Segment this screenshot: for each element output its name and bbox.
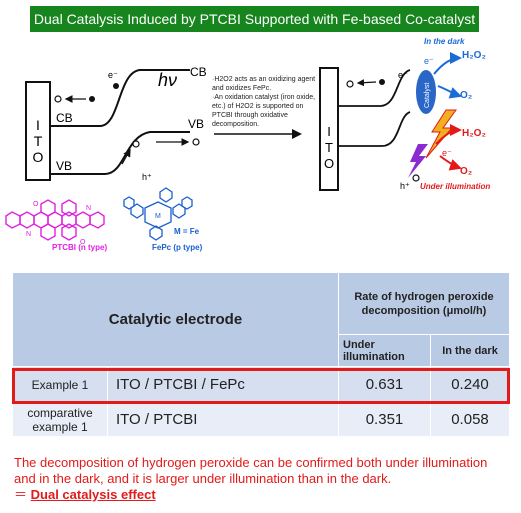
dark-cycle-arrow	[437, 85, 462, 99]
in-the-dark-header: In the dark	[430, 334, 510, 367]
ito-electrode-right	[319, 67, 339, 191]
under-illumination-header: Under illumination	[338, 334, 431, 367]
fepc-m-label: M = Fe	[174, 227, 200, 236]
electron-transfer-arrow	[356, 79, 377, 87]
rate-header: Rate of hydrogen peroxide decomposition …	[338, 272, 510, 335]
lightning-icon	[408, 144, 428, 178]
hole-up-arrow	[121, 148, 131, 165]
under-illumination-label: Under illumination	[420, 182, 490, 191]
hole-label: h⁺	[142, 172, 152, 182]
electron-dot	[89, 96, 95, 102]
electron-label: e⁻	[108, 70, 118, 80]
lightning-icon	[425, 109, 457, 159]
dark-cycle-arrow	[433, 52, 462, 75]
catalytic-electrode-header: Catalytic electrode	[12, 272, 339, 367]
fepc-structure	[123, 187, 193, 241]
dual-catalysis-effect: Dual catalysis effect	[30, 487, 156, 502]
hole-circle	[412, 174, 420, 182]
ito-letter-t: T	[325, 140, 333, 155]
conclusion-sentence: The decomposition of hydrogen peroxide c…	[14, 455, 488, 486]
ptcbi-structure	[5, 199, 105, 241]
table-row: Example 1 ITO / PTCBI / FePc 0.631 0.240	[12, 366, 510, 403]
mechanism-note: ·H2O2 acts as an oxidizing agent and oxi…	[212, 75, 320, 129]
catalyst-icon	[416, 70, 436, 114]
vb-band-line-right	[338, 111, 411, 147]
hole-circle	[54, 95, 62, 103]
ptcbi-atom-o: O	[33, 201, 39, 208]
band-diagram-right: In the dark I T O e⁻ e⁻ Catalyst H₂O₂ O₂…	[319, 37, 490, 191]
note-line-1: ·H2O2 acts as an oxidizing agent and oxi…	[212, 76, 316, 92]
ito-electrode-left	[25, 81, 51, 181]
process-arrow	[214, 129, 302, 139]
in-the-dark-label: In the dark	[424, 37, 465, 46]
o2-dark-label: O₂	[460, 90, 472, 101]
results-table: Catalytic electrode Rate of hydrogen per…	[12, 272, 510, 437]
cb-band-line-right	[338, 69, 411, 107]
h2o2-dark-label: H₂O₂	[462, 50, 486, 61]
row-label: Example 1	[12, 366, 108, 403]
conclusion-prefix: ＝	[14, 487, 28, 502]
electron-label: e⁻	[398, 70, 408, 80]
ito-letter-o: O	[33, 149, 44, 165]
ito-letter-i: I	[36, 117, 40, 133]
row-electrode: ITO / PTCBI / FePc	[107, 366, 339, 403]
o2-light-label: O₂	[460, 166, 472, 177]
electron-label-light: e⁻	[442, 148, 452, 158]
electron-dot	[113, 83, 119, 89]
h2o2-light-label: H₂O₂	[462, 128, 486, 139]
ptcbi-atom-o: O	[80, 239, 86, 246]
light-cycle-arrow	[439, 155, 462, 171]
light-cycle-arrow	[435, 124, 462, 145]
row-under-value: 0.351	[338, 402, 431, 437]
electron-dot	[379, 79, 385, 85]
row-under-value: 0.631	[338, 366, 431, 403]
ito-letter-o: O	[324, 156, 334, 171]
vb-label-right: VB	[188, 117, 204, 131]
hole-circle	[132, 140, 140, 148]
conclusion-text: The decomposition of hydrogen peroxide c…	[14, 455, 509, 503]
fepc-atom-m: M	[155, 213, 161, 220]
ptcbi-atom-n: N	[26, 231, 31, 238]
electron-label-top: e⁻	[424, 56, 434, 66]
ito-letter-t: T	[34, 133, 43, 149]
cb-label-right: CB	[190, 65, 207, 79]
hole-label: h⁺	[400, 181, 410, 191]
band-diagram-left: I T O CB VB CB VB hν e⁻ h⁺	[25, 65, 207, 182]
example-1-highlight	[12, 368, 510, 404]
hole-circle	[192, 138, 200, 146]
hole-circle	[346, 80, 354, 88]
catalyst-label: Catalyst	[424, 83, 431, 108]
cb-band-line	[50, 69, 190, 127]
note-line-2: ·An oxidation catalyst (iron oxide, etc.…	[212, 94, 316, 128]
ito-letter-i: I	[327, 124, 331, 139]
table-row: comparative example 1 ITO / PTCBI 0.351 …	[12, 402, 510, 437]
ptcbi-label: PTCBI (n type)	[52, 243, 107, 252]
row-dark-value: 0.240	[430, 366, 510, 403]
ptcbi-atom-n: N	[86, 205, 91, 212]
hv-label: hν	[158, 70, 177, 90]
molecule-structures: O O N N PTCBI (n type) M M = Fe FePc (p …	[5, 187, 203, 252]
row-electrode: ITO / PTCBI	[107, 402, 339, 437]
vb-label-left: VB	[56, 159, 72, 173]
cb-label-left: CB	[56, 111, 73, 125]
row-dark-value: 0.058	[430, 402, 510, 437]
fepc-label: FePc (p type)	[152, 243, 203, 252]
title-banner: Dual Catalysis Induced by PTCBI Supporte…	[30, 6, 479, 32]
row-label: comparative example 1	[12, 402, 108, 437]
